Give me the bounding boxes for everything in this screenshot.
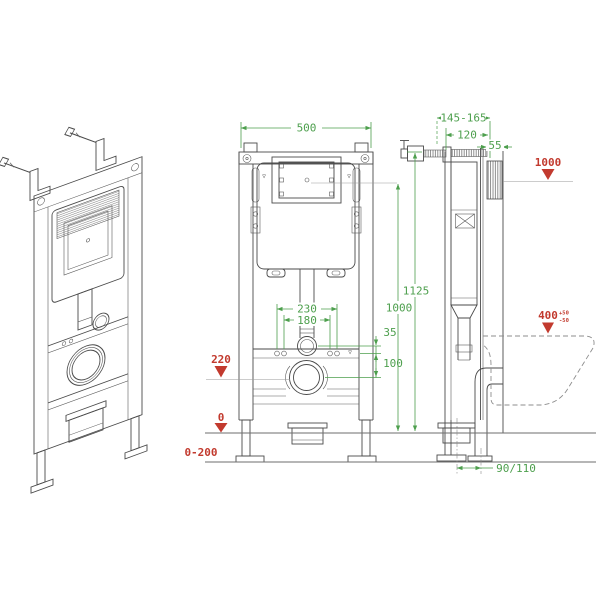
dim-label-100: 100 [383,357,403,370]
iso-frame [33,156,143,455]
iso-crossbar-lower [48,373,128,404]
front-drain-cup [287,422,328,445]
level-mark-icon: ▽ [348,349,352,356]
water-level-icon: ▽ [347,173,351,180]
label-220: 220 [211,353,231,366]
flush-outlet-circle [297,336,317,356]
dim-label-180: 180 [297,314,317,327]
dim-label-120: 120 [457,129,477,142]
wall-bracket-left [0,156,51,202]
corner-hole-center [245,157,249,161]
dim-plate-thickness: 55 [477,139,512,152]
level-markers-red: 220 0 0-200 1000 400 +50 -50 [184,156,573,459]
arrow-down-220 [214,366,228,378]
fixing-bolt-hole [327,350,333,357]
dim-label-145-165: 145-165 [440,112,486,125]
arrow-down-400 [542,322,554,334]
toilet-bowl-outline [482,335,595,406]
side-flush-pipe [455,318,473,361]
marker-rim-height: 400 +50 -50 [538,309,569,334]
water-level-icon: ▽ [262,173,266,180]
dim-frame-depth: 120 [445,128,489,150]
dim-frame-height: 1125 [401,151,431,432]
iso-crossbar-upper-inner [48,323,128,354]
fixing-bolt-hole [334,350,340,357]
iso-feet [30,415,148,494]
iso-bolt-hole [61,341,67,346]
dim-label-55: 55 [488,139,501,152]
drain-outlet [253,360,359,397]
iso-drain-cup [65,400,107,443]
label-400-tol-plus: +50 [559,311,569,317]
dim-drain-offset: 90/110 [456,418,536,475]
front-feet [235,419,377,463]
label-0-200: 0-200 [184,446,217,459]
flush-outlet-inner [300,339,314,353]
fixing-bolt-bar: ▽ [253,348,359,359]
dim-label-500: 500 [297,122,317,135]
dim-label-90-110: 90/110 [496,462,536,475]
side-cistern [450,161,478,319]
dim-plate-height: 1000 [311,182,414,432]
dimensions-green: 500 230 180 35 100 [240,111,536,475]
dim-bolt-spacings: 230 180 [276,302,338,349]
marker-supply-height: 1000 [503,156,573,182]
arrow-down-1000 [541,169,555,180]
iso-crossbar-lower-inner [48,380,128,411]
isometric-view [0,126,148,494]
side-foot [436,420,467,462]
iso-cistern [51,185,125,303]
front-view: ▽ ▽ [235,142,377,463]
stop-valve [400,140,447,162]
dim-label-35: 35 [383,326,396,339]
dim-valve-to-wall: 145-165 [436,111,491,158]
side-drain-elbow [437,367,503,462]
side-view [400,140,595,462]
dim-label-1000-green: 1000 [386,302,413,315]
fixing-bolt-hole [281,350,287,357]
dim-heights-small: 35 100 [318,326,403,378]
corner-hole-center [363,157,367,161]
label-400-tol-minus: -50 [559,318,569,324]
iso-crossbar-upper [48,316,128,347]
dim-label-230: 230 [297,303,317,316]
mounting-plate [486,160,503,200]
corner-hole [360,154,370,163]
iso-bolt-hole [68,338,74,344]
label-0: 0 [218,411,225,424]
wall-bracket-right [64,126,117,172]
corner-hole [242,154,252,163]
access-panel [271,156,342,204]
iso-flush-pipe [77,288,110,331]
dim-label-1125: 1125 [403,285,430,298]
marker-drain-height: 220 [206,353,290,380]
threaded-rod [450,149,488,157]
dim-frame-width: 500 [240,121,372,148]
marker-floor-zero: 0 [214,411,228,433]
label-400: 400 [538,309,558,322]
label-1000-red: 1000 [535,156,562,169]
front-cistern: ▽ ▽ [250,162,362,278]
iso-drain-ring [66,344,106,386]
fixing-bolt-hole [274,350,280,357]
arrow-down-0 [214,423,228,433]
